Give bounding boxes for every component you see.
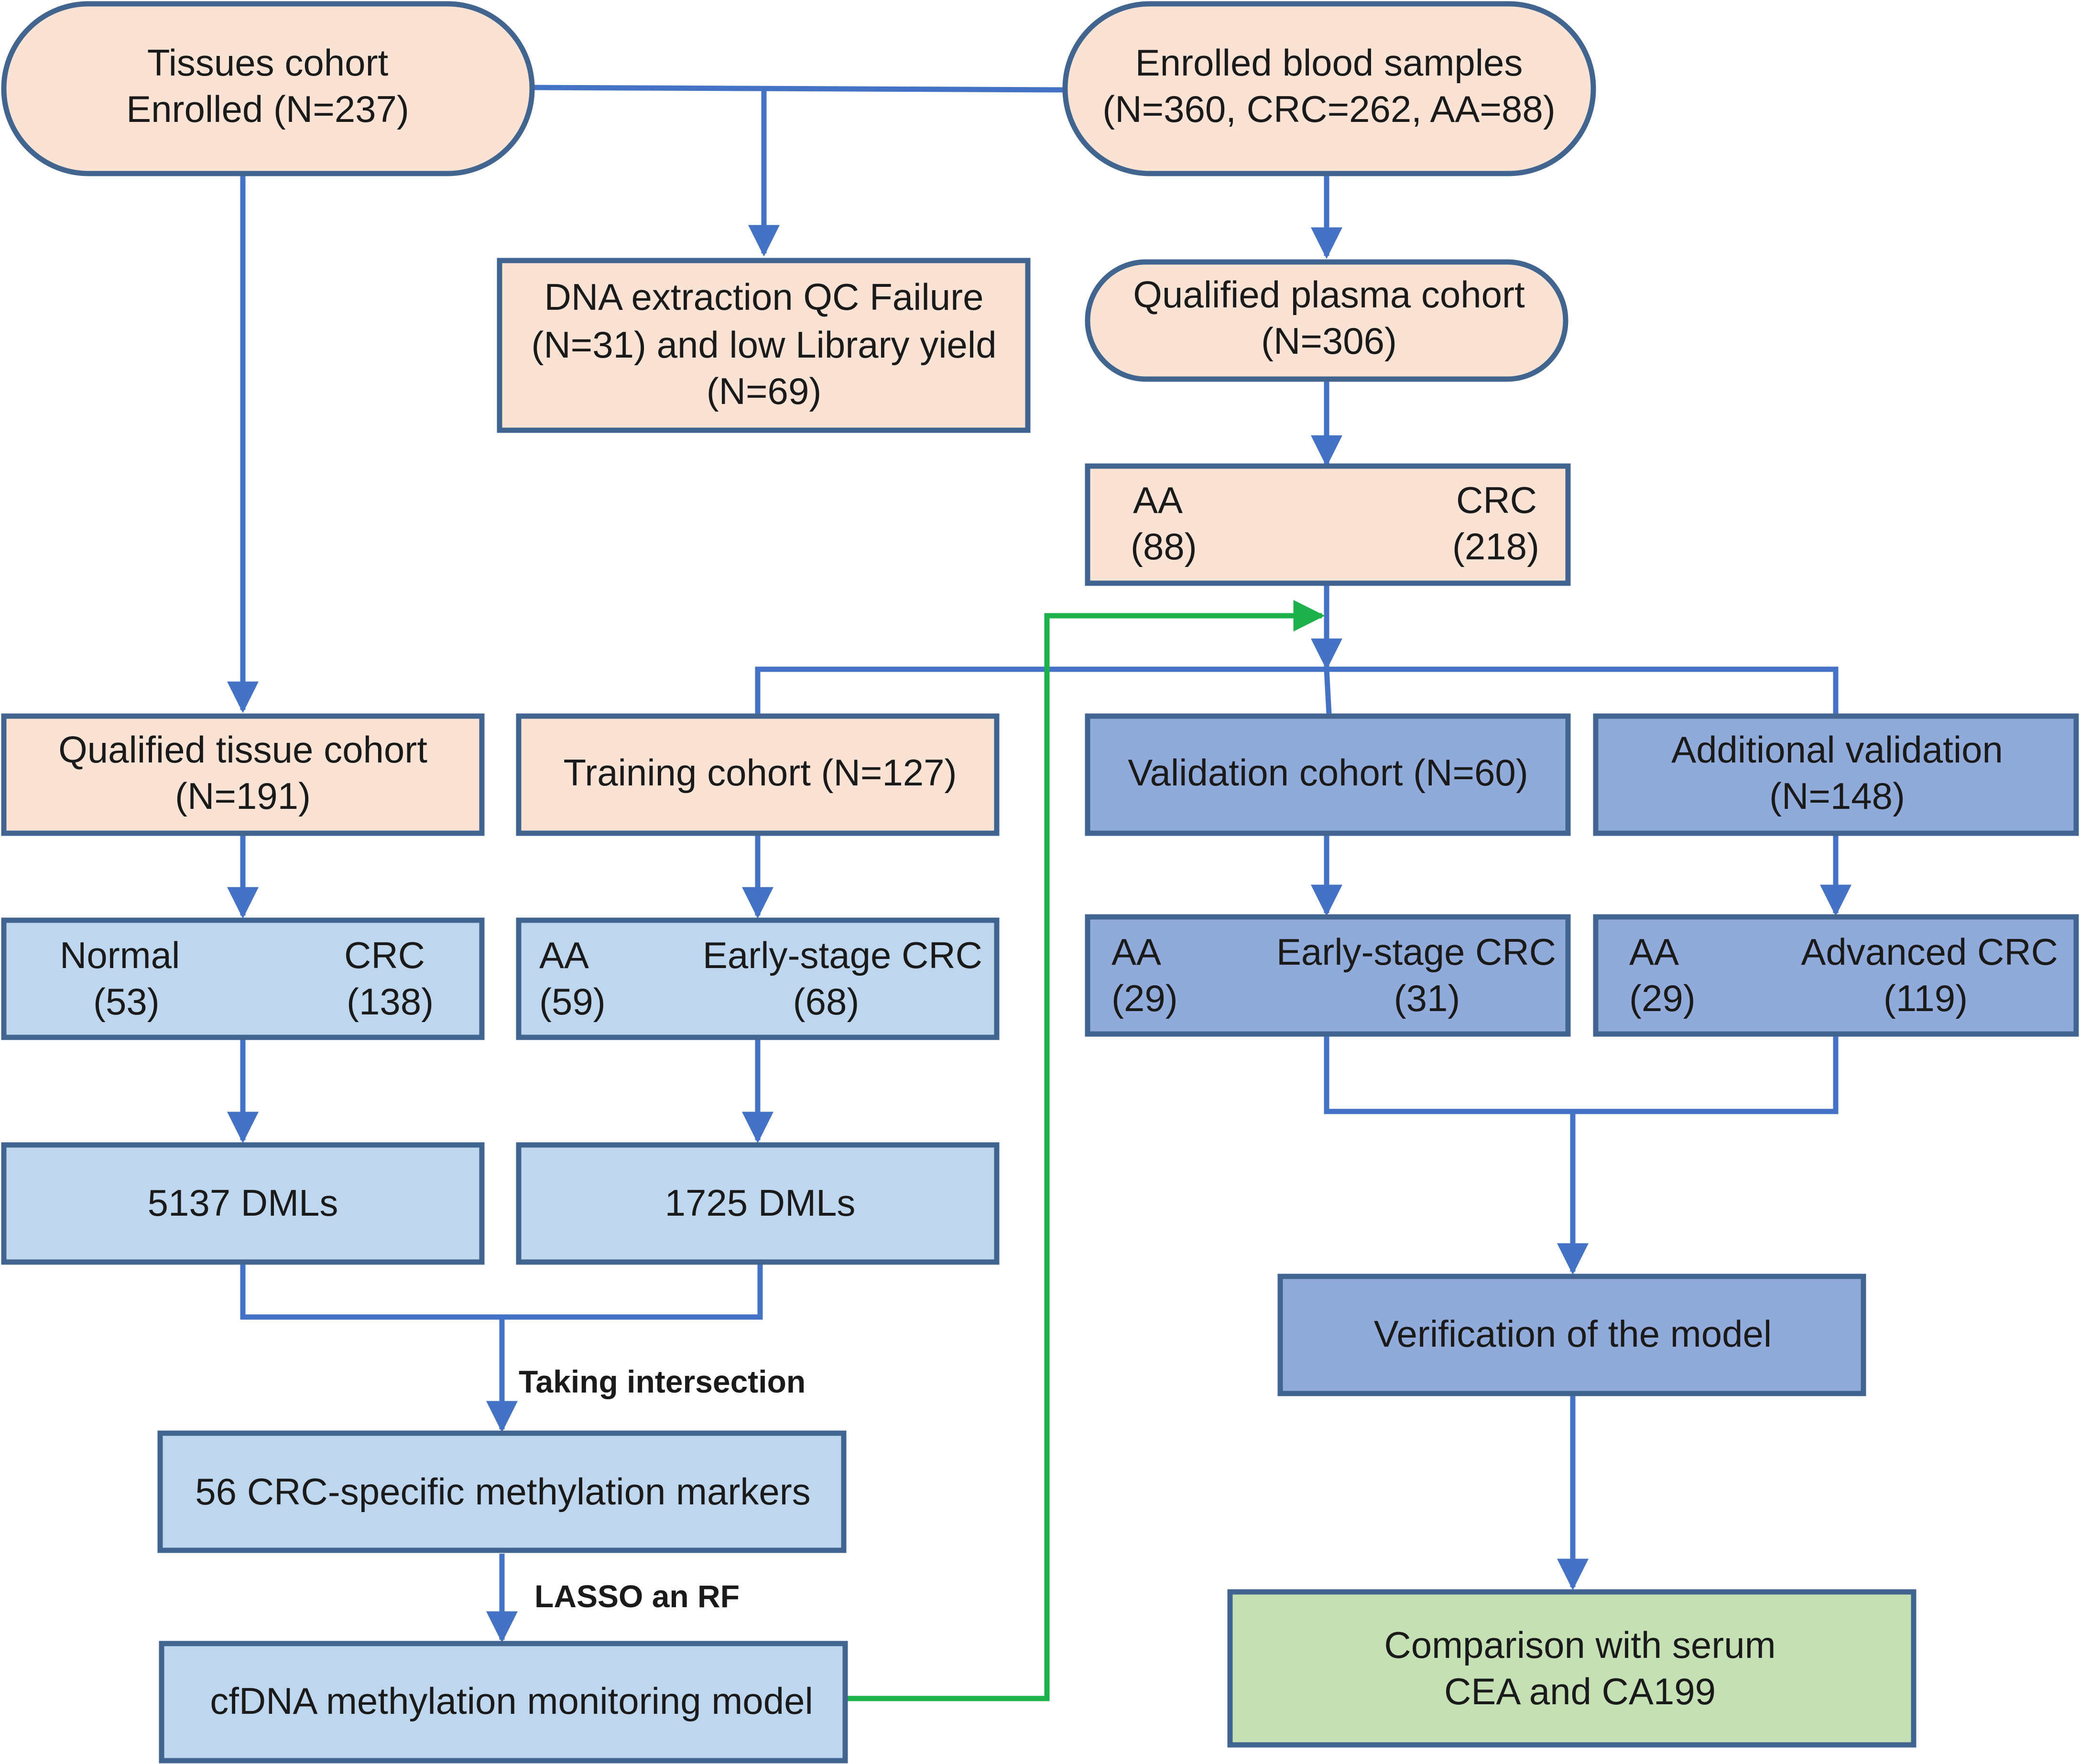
training-split-left-value: (59)	[539, 980, 606, 1023]
additional-validation-line1: Additional validation	[1671, 729, 2003, 771]
node-training-cohort: Training cohort (N=127)	[516, 713, 1000, 836]
node-model: cfDNA methylation monitoring model	[159, 1641, 848, 1764]
training-split-left-label: AA	[539, 934, 589, 976]
validation-cohort-line1: Validation cohort (N=60)	[1128, 751, 1528, 794]
comparison-line2: CEA and CA199	[1444, 1670, 1716, 1712]
markers-label: 56 CRC-specific methylation markers	[195, 1470, 810, 1513]
node-tissue-split: Normal (53) CRC (138)	[1, 917, 485, 1040]
comparison-line1: Comparison with serum	[1384, 1624, 1775, 1666]
validation-split-right-label: Early-stage CRC	[1276, 931, 1556, 973]
qc-failure-line3: (N=69)	[707, 370, 822, 412]
connector-validation-merge	[1324, 1035, 1839, 1114]
model-label: cfDNA methylation monitoring model	[210, 1680, 813, 1722]
validation-split-right-value: (31)	[1394, 977, 1460, 1019]
tissue-dmls-label: 5137 DMLs	[148, 1182, 338, 1224]
branch-three-way	[755, 666, 1839, 714]
node-additional-split: AA (29) Advanced CRC (119)	[1593, 914, 2079, 1037]
additional-split-left-value: (29)	[1629, 977, 1696, 1019]
validation-split-left-label: AA	[1111, 931, 1161, 973]
edge-label-intersection: Taking intersection	[519, 1364, 806, 1399]
node-blood-samples: Enrolled blood samples (N=360, CRC=262, …	[1062, 1, 1596, 176]
branch-to-validation	[1324, 669, 1332, 714]
node-aa-crc-split: AA (88) CRC (218)	[1085, 463, 1571, 586]
node-plasma-cohort: Qualified plasma cohort (N=306)	[1085, 259, 1568, 382]
training-cohort-line1: Training cohort (N=127)	[564, 751, 957, 794]
tissue-cohort-line1: Qualified tissue cohort	[58, 729, 427, 771]
node-markers: 56 CRC-specific methylation markers	[157, 1430, 847, 1553]
training-split-right-value: (68)	[793, 980, 860, 1023]
tissues-cohort-line1: Tissues cohort	[147, 42, 389, 84]
node-tissue-cohort: Qualified tissue cohort (N=191)	[1, 713, 485, 836]
connectors	[227, 85, 1851, 1643]
connector-dmls-merge	[240, 1264, 763, 1320]
validation-split-left-value: (29)	[1111, 977, 1178, 1019]
blood-samples-line2: (N=360, CRC=262, AA=88)	[1102, 88, 1555, 130]
node-tissue-dmls: 5137 DMLs	[1, 1142, 485, 1265]
feedback-arrow-model-to-branch	[846, 600, 1325, 1701]
training-split-right-label: Early-stage CRC	[703, 934, 982, 976]
node-validation-cohort: Validation cohort (N=60)	[1085, 713, 1571, 836]
node-validation-split: AA (29) Early-stage CRC (31)	[1085, 914, 1571, 1037]
tissue-split-left-label: Normal	[60, 934, 180, 976]
qc-failure-line1: DNA extraction QC Failure	[545, 276, 984, 318]
aa-crc-split-left-value: (88)	[1131, 525, 1197, 567]
edge-label-lasso: LASSO an RF	[534, 1579, 740, 1614]
node-training-split: AA (59) Early-stage CRC (68)	[516, 917, 1000, 1040]
connector-enrolled-link	[533, 85, 1064, 93]
tissues-cohort-line2: Enrolled (N=237)	[126, 88, 409, 130]
aa-crc-split-left-label: AA	[1133, 479, 1183, 521]
training-dmls-label: 1725 DMLs	[665, 1182, 856, 1224]
plasma-cohort-line1: Qualified plasma cohort	[1133, 273, 1525, 316]
aa-crc-split-right-label: CRC	[1456, 479, 1537, 521]
additional-split-left-label: AA	[1629, 931, 1679, 973]
tissue-split-right-value: (138)	[347, 980, 434, 1023]
verification-label: Verification of the model	[1374, 1313, 1772, 1355]
node-tissues-cohort: Tissues cohort Enrolled (N=237)	[1, 1, 535, 176]
node-training-dmls: 1725 DMLs	[516, 1142, 1000, 1265]
plasma-cohort-line2: (N=306)	[1261, 320, 1397, 362]
tissue-split-left-value: (53)	[93, 980, 160, 1023]
node-verification: Verification of the model	[1277, 1274, 1866, 1396]
tissue-cohort-line2: (N=191)	[175, 775, 311, 817]
aa-crc-split-right-value: (218)	[1452, 525, 1539, 567]
tissue-split-right-label: CRC	[344, 934, 425, 976]
additional-split-right-value: (119)	[1884, 977, 1968, 1019]
additional-split-right-label: Advanced CRC	[1801, 931, 2058, 973]
node-additional-validation: Additional validation (N=148)	[1593, 713, 2079, 836]
qc-failure-line2: (N=31) and low Library yield	[531, 324, 996, 366]
additional-validation-line2: (N=148)	[1769, 775, 1905, 817]
node-comparison: Comparison with serum CEA and CA199	[1227, 1589, 1917, 1748]
blood-samples-line1: Enrolled blood samples	[1135, 42, 1523, 84]
node-qc-failure: DNA extraction QC Failure (N=31) and low…	[497, 258, 1031, 433]
